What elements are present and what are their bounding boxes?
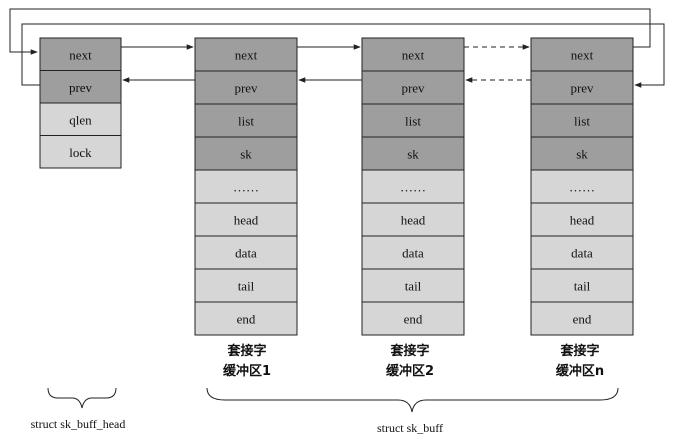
buffer-3-field-cell	[530, 202, 634, 237]
head-field-label: prev	[69, 80, 93, 95]
buffer-2-field-cell	[361, 268, 465, 303]
buffer-2-caption-line2: 缓冲区2	[386, 363, 434, 379]
buffer-3-field-cell	[530, 136, 634, 171]
buffer-3-field-cell	[530, 70, 634, 105]
buffer-1-field-label: data	[235, 246, 257, 261]
buffer-2-field-label: next	[402, 48, 425, 63]
buffer-1-field-label: sk	[240, 147, 252, 162]
buffer-2-field-label: list	[405, 114, 421, 129]
socket-buffer-2: next prev list sk …… head data tail end	[361, 37, 465, 336]
link-arrows	[9, 8, 665, 88]
buffer-3-field-cell	[530, 301, 634, 336]
head-prev-loop-arrow	[21, 23, 665, 88]
buffer-2-field-label: head	[401, 213, 426, 228]
buffer-2-field-cell	[361, 169, 465, 204]
head-field-cell	[39, 70, 122, 104]
buffer-2-field-cell	[361, 301, 465, 336]
buffer-1-field-cell	[194, 136, 298, 171]
buffer-2-field-label: prev	[401, 81, 425, 96]
head-struct-brace	[47, 387, 117, 409]
head-struct-label: struct sk_buff_head	[31, 417, 126, 431]
buff-group-label: struct sk_buff	[377, 421, 443, 435]
buffer-2-field-cell	[361, 37, 465, 72]
sk-buff-head-struct: next prev qlen lock	[39, 37, 122, 169]
buffer-3-field-label: prev	[570, 81, 594, 96]
buffer-3-field-cell	[530, 235, 634, 270]
buffer-1-field-cell	[194, 301, 298, 336]
buffer-2-field-label: data	[402, 246, 424, 261]
head-field-label: qlen	[69, 112, 92, 127]
buffer-n-caption-line2: 缓冲区n	[556, 363, 604, 379]
head-field-label: lock	[69, 145, 92, 160]
buffer-3-field-cell	[530, 37, 634, 72]
buffer-1-field-label: list	[238, 114, 254, 129]
buffer-1-field-cell	[194, 235, 298, 270]
buffer-3-field-label: list	[574, 114, 590, 129]
bufn-next-loop-arrow	[9, 8, 651, 55]
buffer-3-field-label: data	[571, 246, 593, 261]
buffer-1-field-cell	[194, 202, 298, 237]
buffer-2-field-label: tail	[405, 279, 422, 294]
buffer-n-caption-line1: 套接字	[559, 343, 599, 359]
buffer-3-field-cell	[530, 268, 634, 303]
head-field-cell	[39, 135, 122, 169]
buffer-1-field-cell	[194, 70, 298, 105]
buffer-2-field-label: ……	[400, 180, 426, 195]
buffer-1-field-label: tail	[238, 279, 255, 294]
buffer-3-field-label: tail	[574, 279, 591, 294]
buff-group-brace	[206, 387, 619, 413]
socket-buffer-1: next prev list sk …… head data tail end	[194, 37, 298, 336]
buffer-1-caption-line2: 缓冲区1	[223, 363, 271, 379]
buffer-3-field-label: end	[573, 312, 592, 327]
buffer-3-field-label: head	[570, 213, 595, 228]
buffer-3-field-label: ……	[569, 180, 595, 195]
socket-buffer-n: next prev list sk …… head data tail end	[530, 37, 634, 336]
buffer-2-field-cell	[361, 202, 465, 237]
buffer-2-caption-line1: 套接字	[389, 343, 429, 359]
buffer-3-field-label: next	[571, 48, 594, 63]
buffer-2-field-label: end	[404, 312, 423, 327]
head-field-cell	[39, 102, 122, 136]
buffer-1-field-label: head	[234, 213, 259, 228]
buffer-1-field-label: ……	[233, 180, 259, 195]
buffer-1-caption-line1: 套接字	[226, 343, 266, 359]
buffer-3-field-cell	[530, 169, 634, 204]
buffer-1-field-label: next	[235, 48, 258, 63]
head-field-cell	[39, 37, 122, 71]
buffer-2-field-cell	[361, 103, 465, 138]
buffer-3-field-label: sk	[576, 147, 588, 162]
buffer-2-field-cell	[361, 136, 465, 171]
buffer-1-field-label: end	[237, 312, 256, 327]
head-field-label: next	[69, 47, 92, 62]
buffer-1-field-cell	[194, 268, 298, 303]
buffer-1-field-label: prev	[234, 81, 258, 96]
buffer-2-field-cell	[361, 235, 465, 270]
buffer-2-field-label: sk	[407, 147, 419, 162]
